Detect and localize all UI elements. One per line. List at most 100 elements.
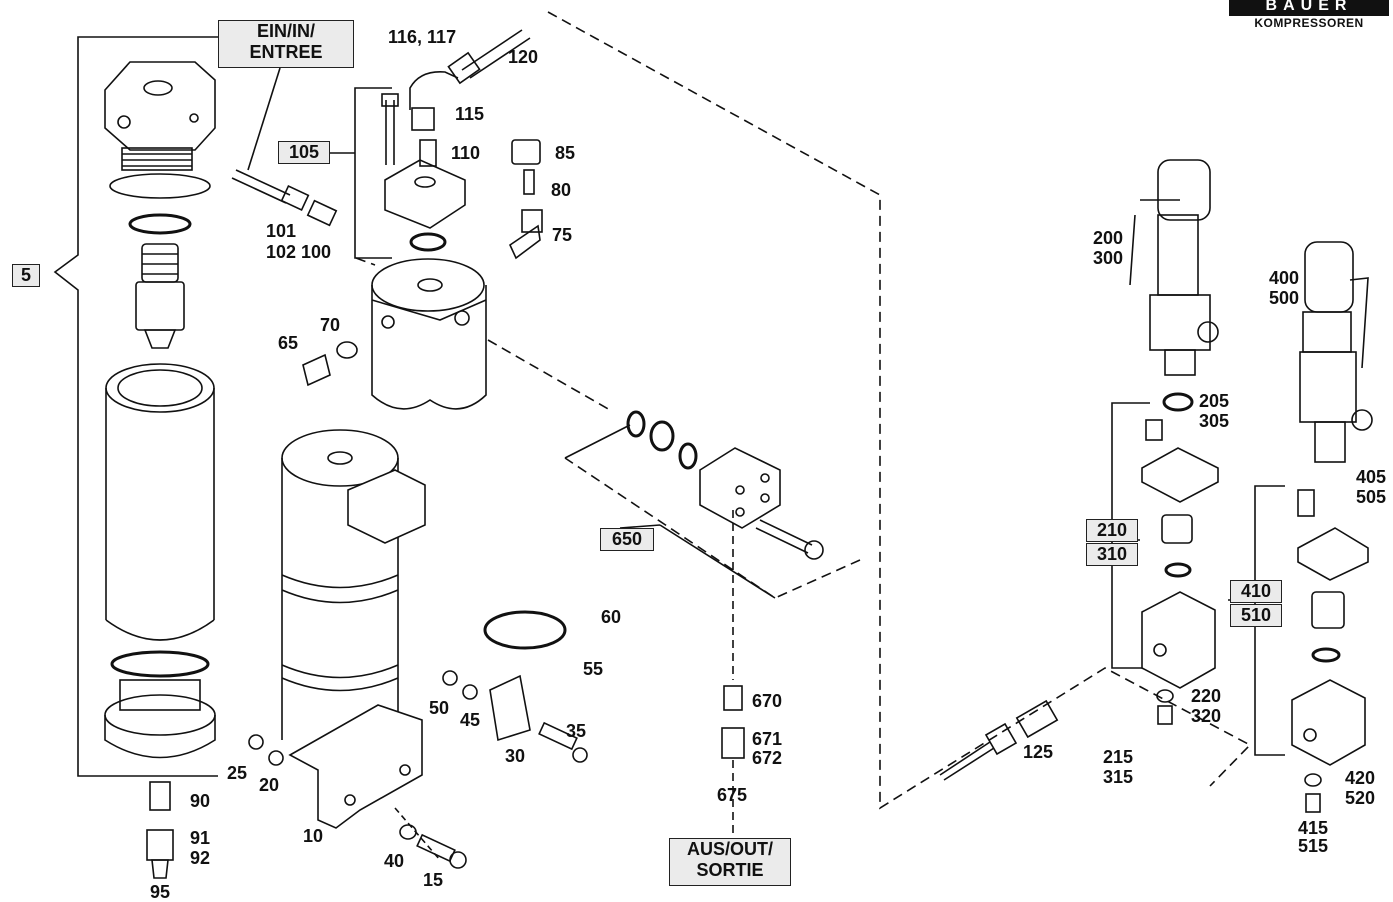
oring-part	[109, 173, 211, 199]
dashed-frame	[355, 11, 1252, 810]
oring-part	[1311, 647, 1341, 663]
manifold-block-650-part	[699, 447, 781, 529]
part-label: 415	[1298, 818, 1329, 838]
washer-part	[336, 341, 358, 359]
part-label: 120	[508, 47, 539, 67]
part-label: 102 100	[266, 242, 332, 262]
part-label: 110	[451, 143, 481, 163]
oring-part	[128, 213, 192, 235]
part-label: 670	[752, 691, 783, 711]
part-label: 85	[555, 143, 576, 163]
part-label: 420	[1345, 768, 1376, 788]
part-label: 90	[190, 791, 211, 811]
part-label: 520	[1345, 788, 1376, 808]
part-label: 300	[1093, 248, 1124, 268]
cartridge-valve-part	[135, 243, 185, 349]
part-label: 80	[551, 180, 572, 200]
part-label: 15	[423, 870, 444, 890]
part-label: 500	[1269, 288, 1300, 308]
inlet-leader	[247, 67, 281, 171]
part-label: 200	[1093, 228, 1124, 248]
mounting-bracket-part	[288, 704, 423, 829]
part-label: 60	[601, 607, 622, 627]
oring-part	[1162, 392, 1194, 412]
elbow-fitting-part	[409, 71, 459, 110]
oring-part	[626, 410, 646, 438]
logo-brand: BAUER	[1229, 0, 1389, 16]
part-label: 400	[1269, 268, 1300, 288]
part-label: 50	[429, 698, 450, 718]
bracket-650	[564, 424, 776, 599]
part-label: 40	[384, 851, 405, 871]
part-label: 45	[460, 710, 481, 730]
part-label: 101	[266, 221, 297, 241]
part-label: 315	[1103, 767, 1134, 787]
filter-base-part	[104, 679, 216, 759]
part-label: 215	[1103, 747, 1134, 767]
outlet-label-box: AUS/OUT/ SORTIE	[669, 838, 791, 886]
part-label: 70	[320, 315, 341, 335]
clamp-ring-part	[483, 610, 567, 650]
bracket-105	[354, 87, 392, 259]
check-valve-part	[649, 420, 675, 452]
group-410-box: 410	[1230, 580, 1282, 603]
part-label: 92	[190, 848, 211, 868]
filter-tube-part	[105, 363, 215, 641]
part-label: 672	[752, 748, 783, 768]
safety-valve-200-part	[1129, 159, 1219, 376]
drain-fittings-part	[146, 781, 174, 879]
group-310-box: 310	[1086, 543, 1138, 566]
group-510-box: 510	[1230, 604, 1282, 627]
part-label: 205	[1199, 391, 1230, 411]
group-5-box: 5	[12, 264, 40, 287]
cover-plate-part	[384, 159, 466, 229]
part-label: 65	[278, 333, 299, 353]
part-label: 220	[1191, 686, 1222, 706]
part-label: 55	[583, 659, 604, 679]
logo-subtitle: KOMPRESSOREN	[1254, 16, 1364, 30]
outlet-label-line2: SORTIE	[696, 860, 764, 880]
inlet-label-box: EIN/IN/ ENTREE	[218, 20, 354, 68]
part-label: 305	[1199, 411, 1230, 431]
part-label: 505	[1356, 487, 1387, 507]
bauer-logo: BAUER KOMPRESSOREN	[1229, 0, 1389, 30]
clamp-piece-part	[489, 674, 531, 742]
bracket-5	[53, 36, 218, 777]
second-filter-housing-part	[281, 429, 426, 740]
part-label: 671	[752, 729, 783, 749]
valve-block-part	[371, 258, 487, 410]
block-410-part	[1291, 679, 1366, 766]
oring-part	[1164, 562, 1192, 578]
part-label: 515	[1298, 836, 1329, 856]
part-label: 91	[190, 828, 211, 848]
part-label: 320	[1191, 706, 1222, 726]
plug-screw-part	[302, 353, 331, 387]
part-label: 116, 117	[388, 27, 457, 47]
inlet-label-line1: EIN/IN/	[256, 21, 315, 41]
group-650-box: 650	[600, 528, 654, 551]
safety-valve-400-part	[1299, 241, 1373, 463]
group-105-box: 105	[278, 141, 330, 164]
part-label: 20	[259, 775, 280, 795]
inlet-pipe-part	[231, 169, 291, 204]
part-label: 30	[505, 746, 526, 766]
long-screw-part	[755, 519, 813, 554]
filter-head-part	[104, 61, 216, 171]
oring-part	[409, 232, 447, 252]
elbow-fitting-75	[508, 224, 541, 260]
oring-part	[110, 650, 210, 678]
part-label: 35	[566, 721, 587, 741]
part-label: 95	[150, 882, 171, 902]
part-label: 25	[227, 763, 248, 783]
outlet-pipe-part	[939, 741, 995, 781]
block-210-part	[1141, 591, 1216, 689]
part-label: 405	[1356, 467, 1387, 487]
part-label: 675	[717, 785, 748, 805]
inlet-label-line2: ENTREE	[249, 42, 323, 62]
part-label: 75	[552, 225, 573, 245]
group-210-box: 210	[1086, 519, 1138, 542]
pipe-part	[461, 29, 531, 79]
outlet-label-line1: AUS/OUT/	[686, 839, 773, 859]
oring-part	[678, 442, 698, 470]
